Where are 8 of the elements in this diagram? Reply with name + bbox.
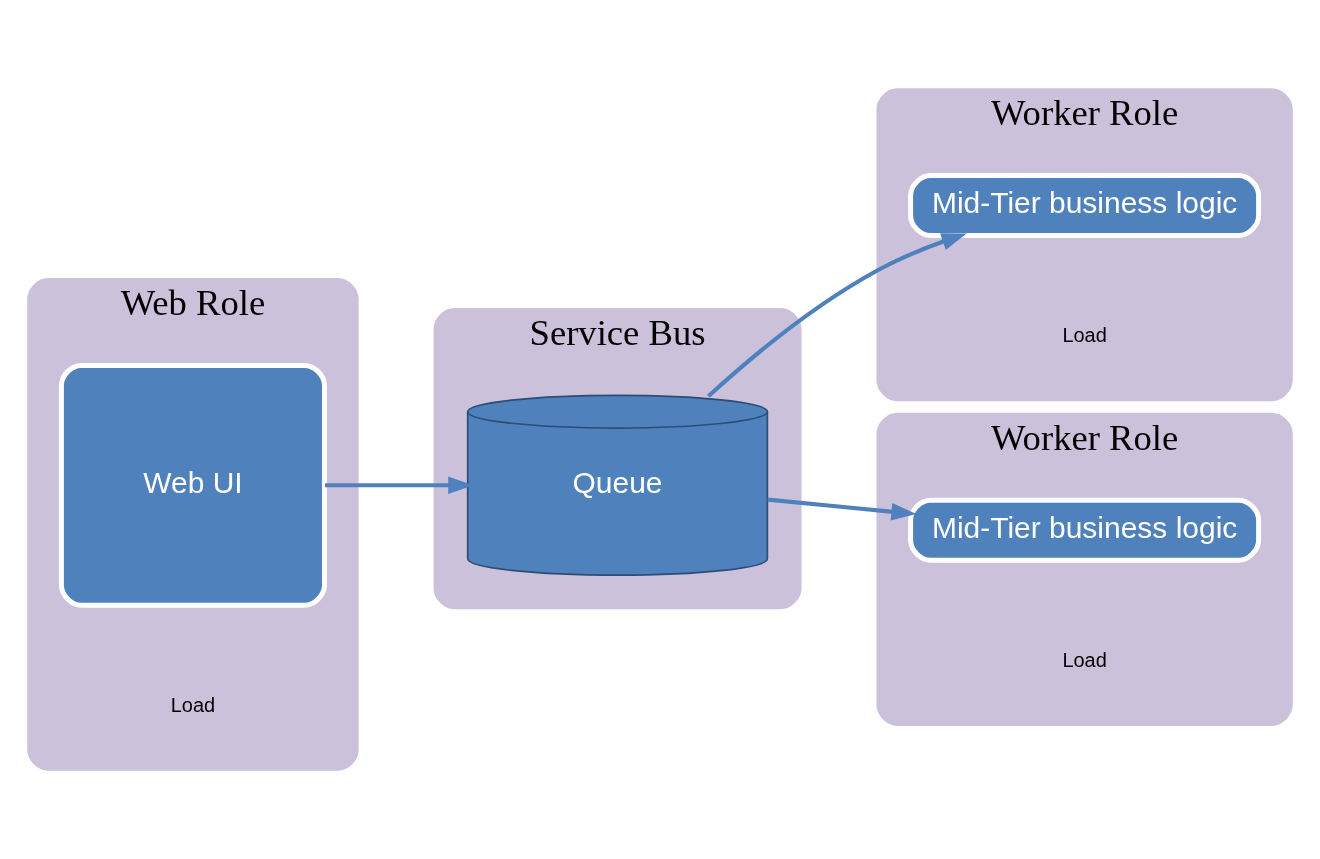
arrow: [706, 233, 967, 398]
node-text: Load: [1062, 324, 1107, 347]
node-box: Mid-Tier business logic: [908, 173, 1262, 238]
node-text: Load: [1062, 648, 1107, 671]
arrow: [767, 497, 917, 521]
node-box: Web UI: [58, 362, 327, 608]
node-box: Mid-Tier business logic: [908, 497, 1262, 563]
node-text: Load: [170, 693, 216, 716]
